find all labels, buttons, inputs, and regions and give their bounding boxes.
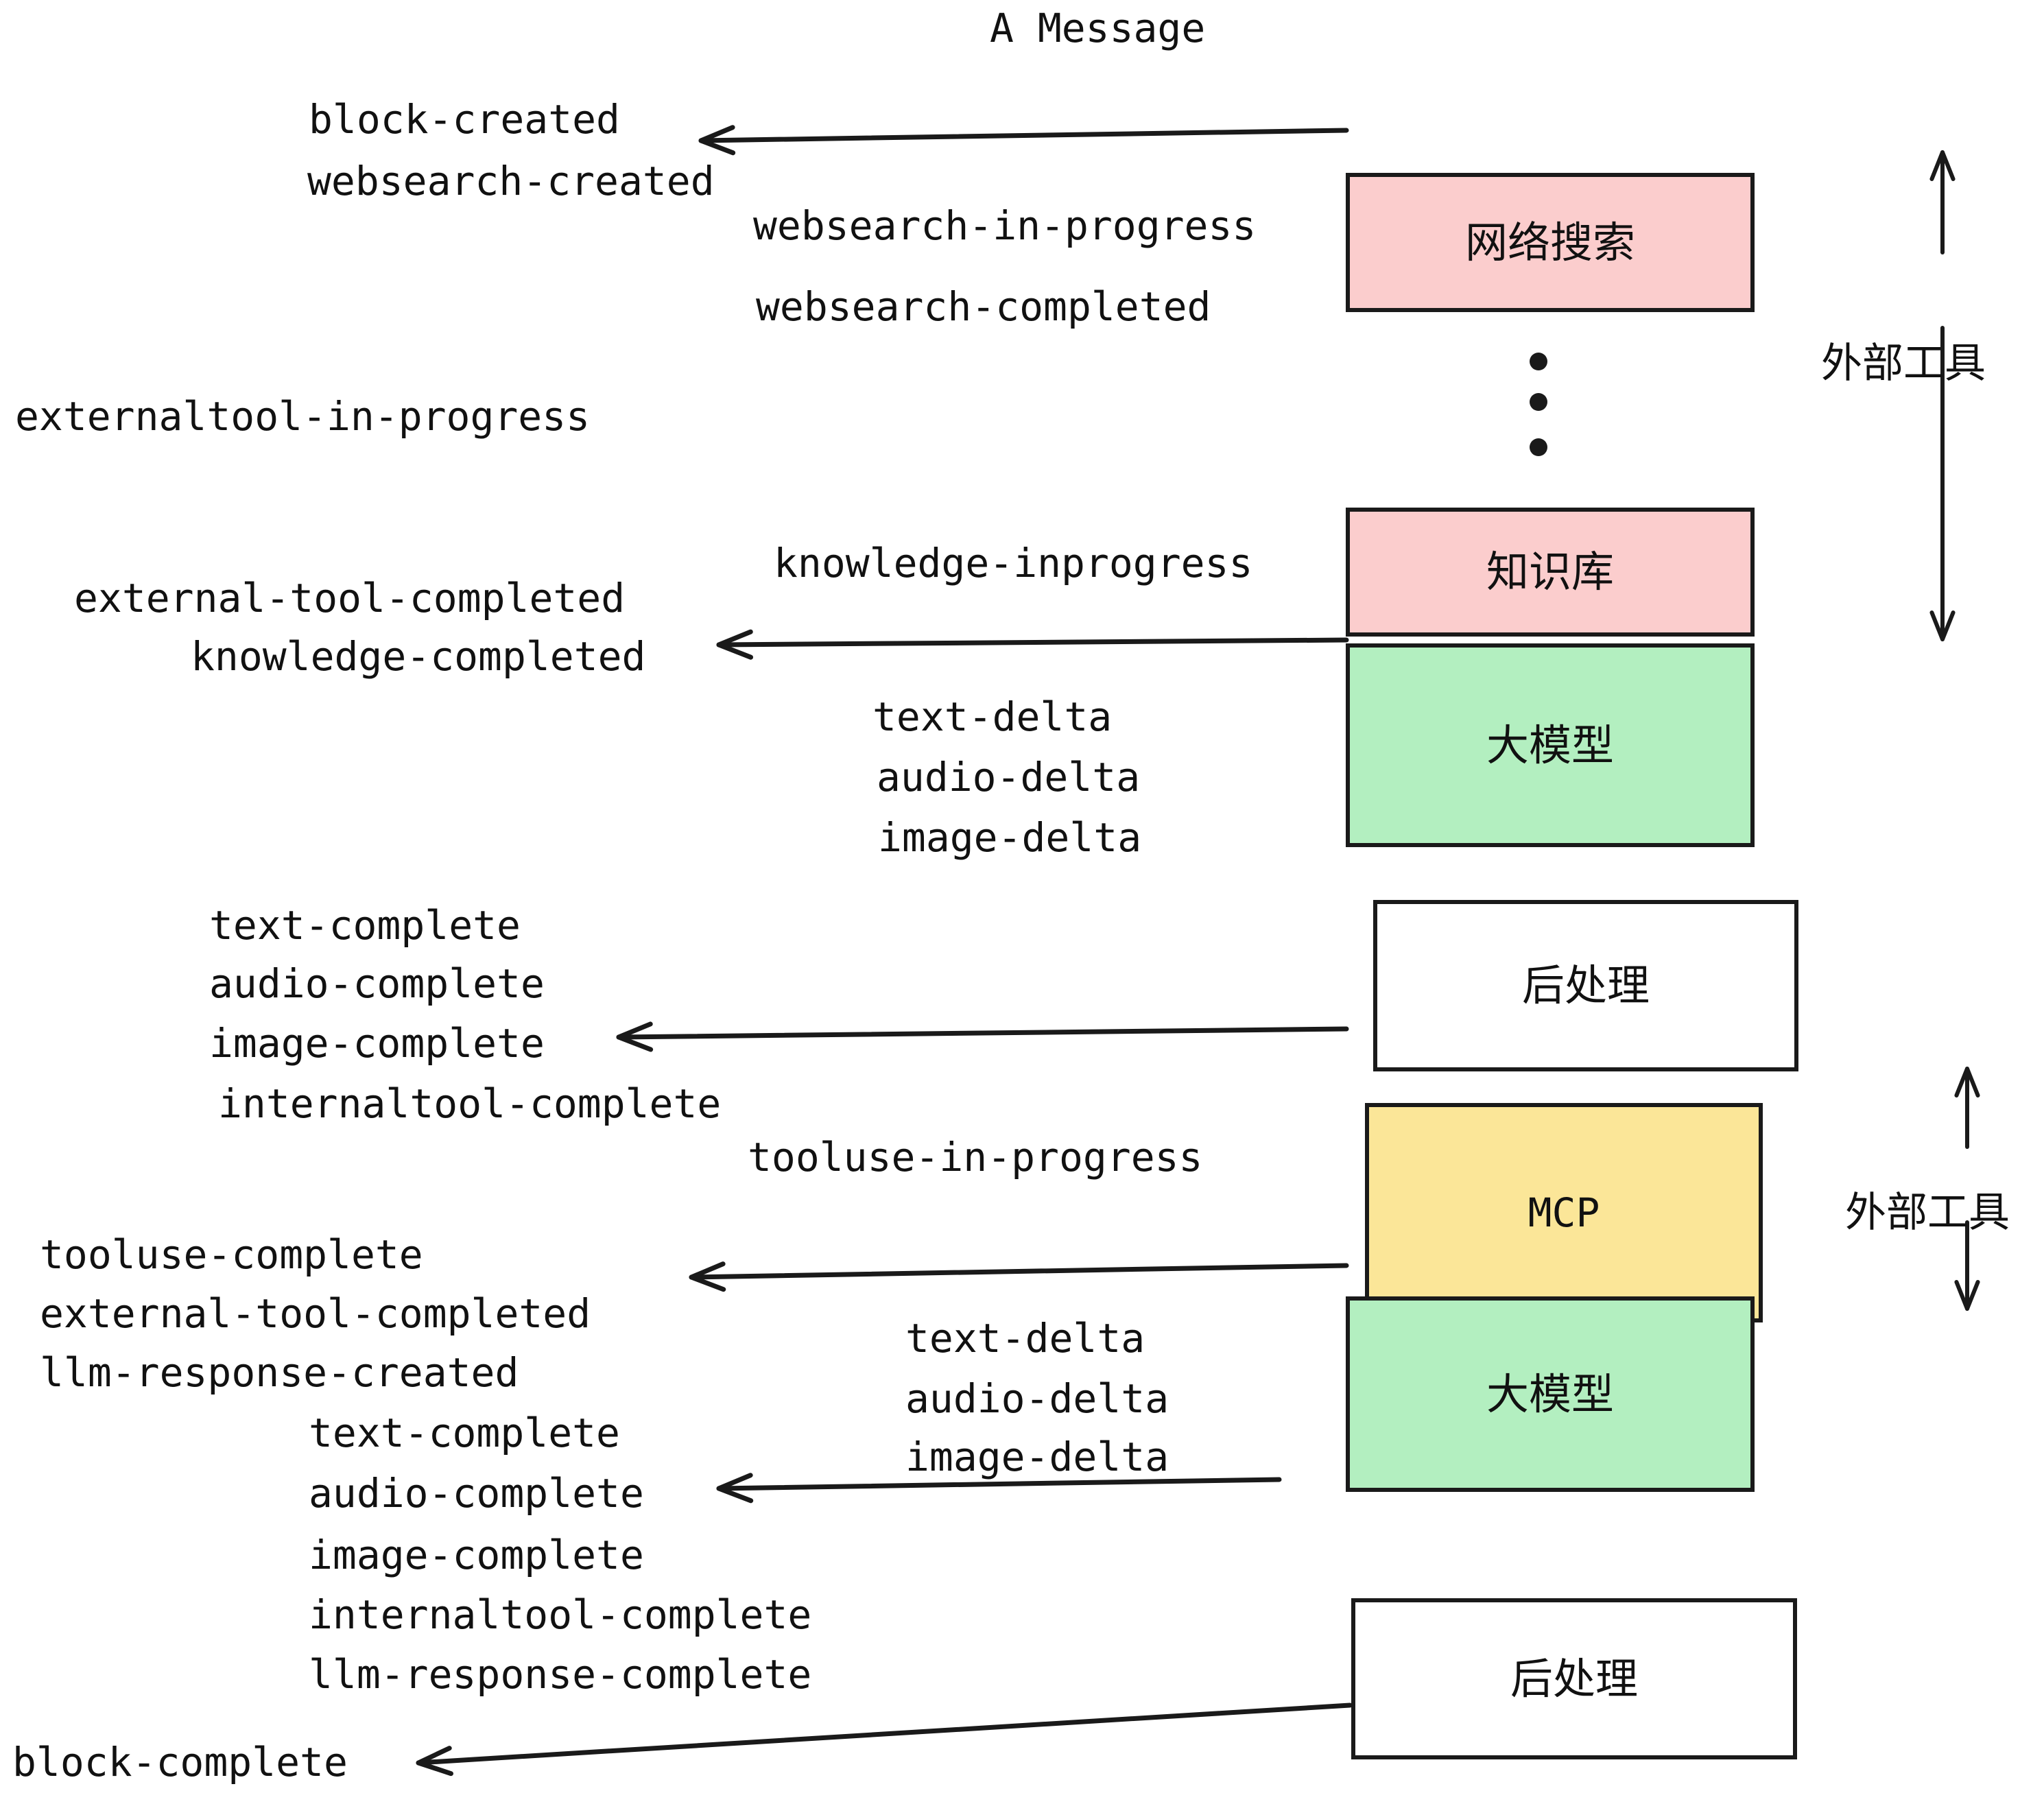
event-label-websearch-created: websearch-created	[307, 158, 715, 204]
node-postprocess-top: 后处理	[1373, 900, 1798, 1071]
arrow-line-postprocess-to-block-complete	[416, 1702, 1353, 1766]
node-postprocess-bot: 后处理	[1351, 1598, 1797, 1759]
arrow-head-postprocess-to-block-complete	[416, 1746, 453, 1777]
event-label-audio-delta-1: audio-delta	[877, 754, 1141, 800]
event-label-llm-response-complete: llm-response-complete	[309, 1651, 812, 1698]
side-label-external-tool-top: 外部工具	[1821, 340, 1986, 388]
event-label-block-created: block-created	[309, 96, 620, 143]
event-label-tooluse-in-progress: tooluse-in-progress	[748, 1134, 1203, 1180]
node-mcp: MCP	[1365, 1103, 1763, 1322]
arrow-head-llm2-to-audio-complete	[716, 1473, 754, 1504]
event-label-websearch-completed: websearch-completed	[756, 283, 1211, 330]
arrow-line-mcp-to-tooluse-complete	[689, 1263, 1349, 1280]
arrow-line-websearch-to-block-created	[698, 128, 1349, 143]
event-label-image-delta-2: image-delta	[905, 1434, 1169, 1480]
ellipsis-dot-2	[1530, 393, 1547, 411]
event-label-internaltool-complete-2: internaltool-complete	[309, 1591, 812, 1638]
arrow-head-knowledge-to-knowledge-completed	[716, 629, 754, 660]
brace-head-external-tool-bottom-down	[1954, 1279, 1980, 1311]
node-websearch: 网络搜索	[1346, 173, 1755, 312]
event-label-image-delta-1: image-delta	[878, 814, 1142, 861]
event-label-image-complete-2: image-complete	[309, 1532, 644, 1578]
arrow-head-mcp-to-tooluse-complete	[689, 1261, 726, 1292]
event-label-websearch-in-progress: websearch-in-progress	[753, 202, 1257, 249]
arrow-head-llm-to-image-complete	[616, 1021, 654, 1052]
event-label-tooluse-complete: tooluse-complete	[40, 1231, 423, 1278]
event-label-text-delta-1: text-delta	[872, 693, 1113, 740]
event-label-external-tool-completed-1: external-tool-completed	[74, 575, 626, 621]
event-label-internaltool-complete-1: internaltool-complete	[218, 1080, 722, 1127]
event-label-image-complete-1: image-complete	[209, 1020, 545, 1067]
event-label-knowledge-completed: knowledge-completed	[191, 633, 646, 680]
event-label-external-tool-completed-2: external-tool-completed	[40, 1290, 591, 1337]
page-title: A Message	[990, 5, 1206, 51]
arrow-head-websearch-to-block-created	[698, 125, 736, 156]
brace-head-external-tool-top-up	[1929, 150, 1956, 182]
event-label-knowledge-inprogress: knowledge-inprogress	[774, 540, 1253, 586]
event-label-externaltool-in-progress: externaltool-in-progress	[15, 393, 591, 440]
ellipsis-dot-3	[1530, 438, 1547, 456]
event-label-audio-complete-1: audio-complete	[209, 960, 545, 1007]
node-knowledge: 知识库	[1346, 508, 1755, 637]
event-label-text-delta-2: text-delta	[905, 1315, 1145, 1362]
event-label-text-complete-1: text-complete	[209, 902, 521, 949]
side-label-external-tool-bottom: 外部工具	[1845, 1189, 2010, 1237]
event-label-audio-delta-2: audio-delta	[905, 1375, 1169, 1422]
arrow-line-llm-to-image-complete	[616, 1026, 1349, 1040]
event-label-llm-response-created: llm-response-created	[40, 1349, 519, 1396]
brace-head-external-tool-bottom-up	[1954, 1067, 1980, 1098]
node-llm-top: 大模型	[1346, 643, 1755, 847]
event-label-audio-complete-2: audio-complete	[309, 1470, 644, 1517]
event-label-text-complete-2: text-complete	[309, 1410, 620, 1456]
arrow-line-llm2-to-audio-complete	[716, 1477, 1282, 1491]
node-llm-bottom: 大模型	[1346, 1296, 1755, 1492]
brace-head-external-tool-top-down	[1929, 610, 1956, 641]
arrow-line-knowledge-to-knowledge-completed	[716, 637, 1349, 648]
ellipsis-dot-1	[1530, 353, 1547, 370]
event-label-block-complete: block-complete	[12, 1739, 348, 1785]
